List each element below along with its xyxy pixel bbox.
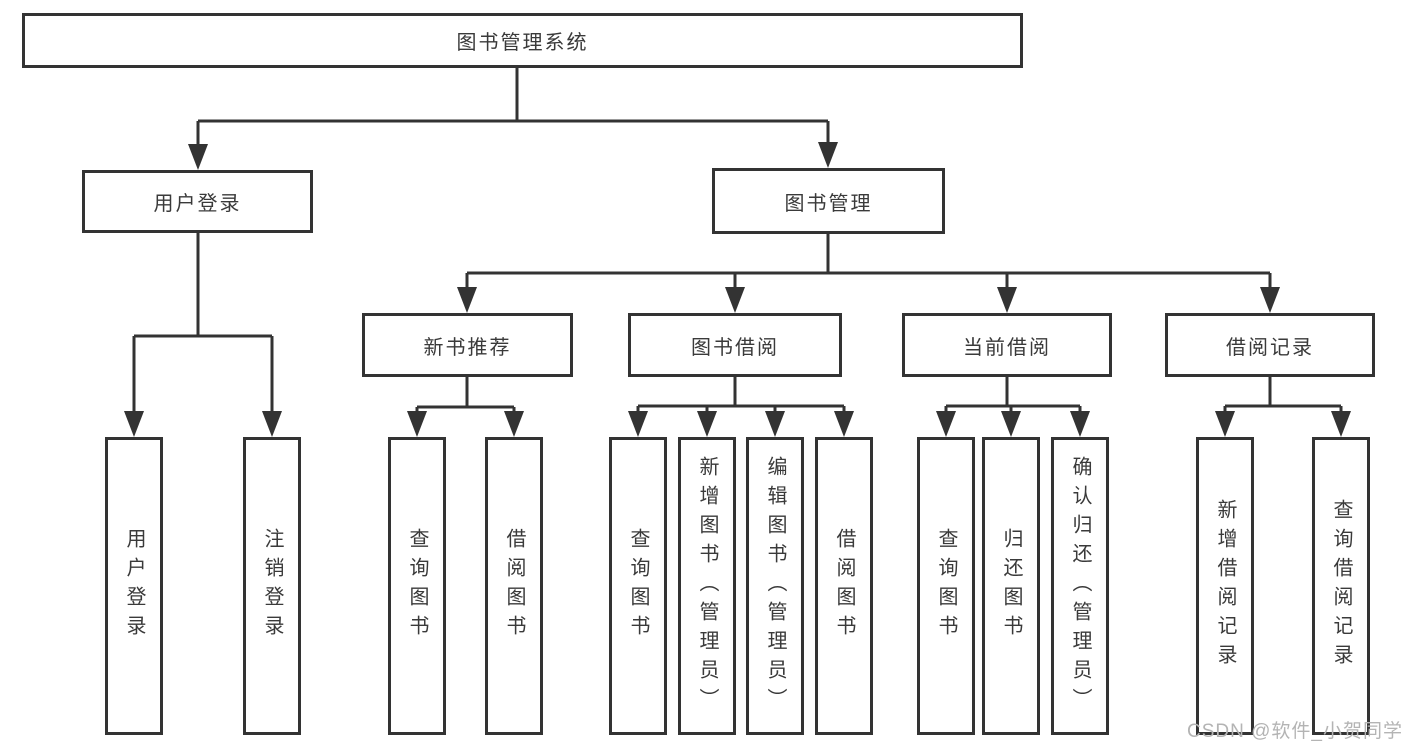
leaf-return-books: 归还图书 bbox=[982, 437, 1040, 735]
leaf-user-login: 用户登录 bbox=[105, 437, 163, 735]
leaf-label: 确认归还（管理员） bbox=[1069, 455, 1091, 717]
leaf-add-borrow-record: 新增借阅记录 bbox=[1196, 437, 1254, 735]
node-label: 图书管理系统 bbox=[456, 32, 589, 54]
leaf-label: 注销登录 bbox=[261, 528, 283, 644]
leaf-query-borrow-record: 查询借阅记录 bbox=[1312, 437, 1370, 735]
node-user-login: 用户登录 bbox=[82, 170, 313, 233]
node-label: 新书推荐 bbox=[423, 336, 512, 359]
node-library-management-system: 图书管理系统 bbox=[22, 13, 1023, 68]
leaf-borrow-books: 借阅图书 bbox=[815, 437, 873, 735]
leaf-label: 借阅图书 bbox=[503, 528, 525, 644]
leaf-label: 用户登录 bbox=[123, 528, 145, 644]
node-borrowing-records: 借阅记录 bbox=[1165, 313, 1375, 377]
leaf-borrow-books: 借阅图书 bbox=[485, 437, 543, 735]
leaf-label: 编辑图书（管理员） bbox=[764, 455, 786, 717]
leaf-label: 查询借阅记录 bbox=[1330, 499, 1352, 673]
watermark: CSDN @软件_小贺同学 bbox=[1187, 721, 1403, 742]
node-book-management: 图书管理 bbox=[712, 168, 945, 234]
node-label: 用户登录 bbox=[153, 193, 242, 215]
node-label: 图书借阅 bbox=[691, 336, 779, 359]
leaf-label: 查询图书 bbox=[406, 528, 428, 644]
arrowheads bbox=[124, 142, 1351, 437]
leaf-logout: 注销登录 bbox=[243, 437, 301, 735]
node-label: 当前借阅 bbox=[963, 336, 1051, 359]
node-label: 借阅记录 bbox=[1226, 336, 1314, 359]
node-label: 图书管理 bbox=[784, 192, 873, 215]
node-book-borrowing: 图书借阅 bbox=[628, 313, 842, 377]
leaf-add-books-admin: 新增图书（管理员） bbox=[678, 437, 736, 735]
leaf-label: 新增借阅记录 bbox=[1214, 499, 1236, 673]
leaf-query-books: 查询图书 bbox=[388, 437, 446, 735]
leaf-query-books: 查询图书 bbox=[917, 437, 975, 735]
leaf-query-books: 查询图书 bbox=[609, 437, 667, 735]
leaf-edit-books-admin: 编辑图书（管理员） bbox=[746, 437, 804, 735]
leaf-label: 借阅图书 bbox=[833, 528, 855, 644]
node-current-borrowing: 当前借阅 bbox=[902, 313, 1112, 377]
leaf-confirm-return-admin: 确认归还（管理员） bbox=[1051, 437, 1109, 735]
leaf-label: 归还图书 bbox=[1000, 528, 1022, 644]
leaf-label: 新增图书（管理员） bbox=[696, 455, 718, 717]
node-new-book-recommend: 新书推荐 bbox=[362, 313, 573, 377]
leaf-label: 查询图书 bbox=[935, 528, 957, 644]
leaf-label: 查询图书 bbox=[627, 528, 649, 644]
